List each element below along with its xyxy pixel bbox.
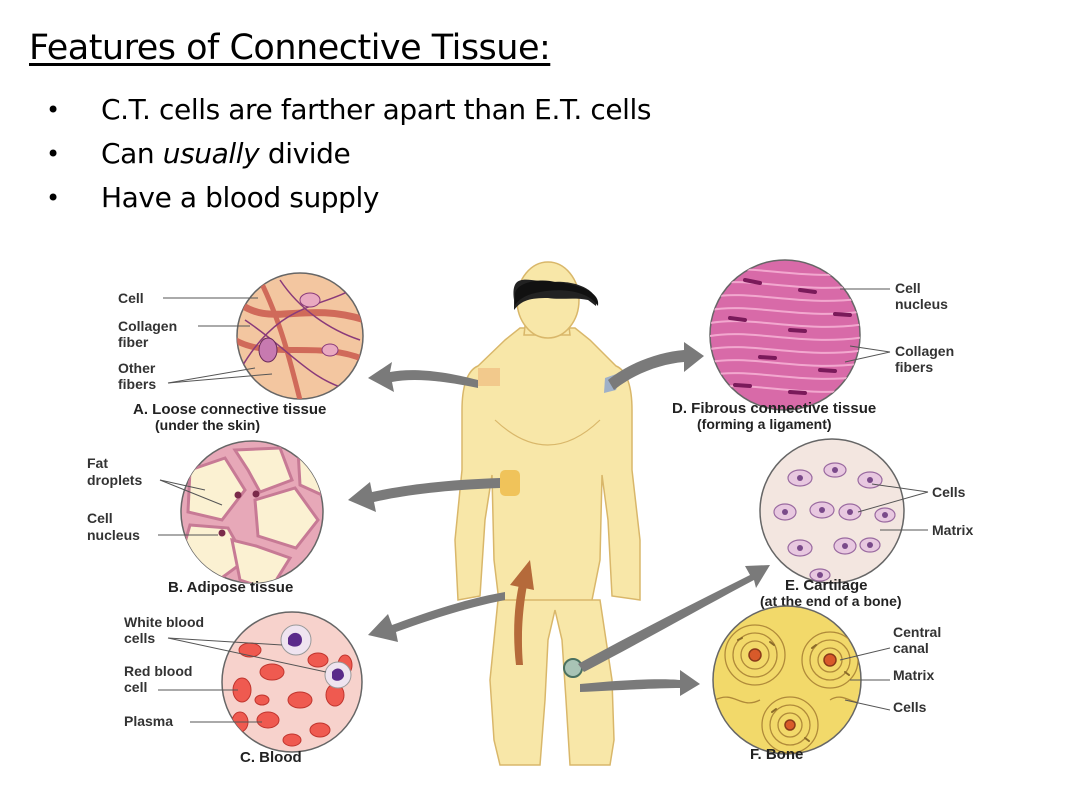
label-collagen-fibers: Collagen bbox=[895, 343, 954, 359]
label-matrix: Matrix bbox=[932, 522, 973, 538]
arrow-to-fibrous bbox=[608, 342, 704, 390]
panel-bone: Central canal Matrix Cells F. Bone bbox=[712, 605, 941, 763]
body-legs bbox=[489, 599, 615, 766]
caption-loose-sub: (under the skin) bbox=[155, 417, 260, 433]
pointer-arrows bbox=[348, 342, 770, 696]
bullet-dot: • bbox=[46, 140, 60, 168]
label-central-canal: Central bbox=[893, 624, 941, 640]
caption-blood: C. Blood bbox=[240, 749, 302, 766]
bullet-item: • Can usually divide bbox=[46, 132, 651, 176]
label-collagen-fibers: fibers bbox=[895, 359, 933, 375]
bullet-item: • C.T. cells are farther apart than E.T. … bbox=[46, 88, 652, 132]
arrow-to-adipose bbox=[348, 478, 500, 512]
caption-cartilage: E. Cartilage bbox=[785, 577, 868, 594]
label-fat-droplets: droplets bbox=[87, 472, 142, 488]
label-other-fibers: fibers bbox=[118, 376, 156, 392]
panel-fibrous: Cell nucleus Collagen fibers D. Fibrous … bbox=[672, 259, 954, 432]
label-cell-nucleus: Cell bbox=[87, 510, 113, 526]
label-central-canal: canal bbox=[893, 640, 929, 656]
label-red-blood-cell: Red blood bbox=[124, 663, 192, 679]
panel-cartilage: Cells Matrix E. Cartilage (at the end of… bbox=[759, 438, 973, 609]
label-matrix: Matrix bbox=[893, 667, 934, 683]
body-shading bbox=[494, 419, 601, 446]
arrow-to-loose bbox=[368, 362, 478, 392]
arrow-to-bone bbox=[580, 670, 700, 696]
slide-title: Features of Connective Tissue: bbox=[29, 28, 551, 68]
arrow-to-cartilage bbox=[578, 565, 770, 672]
caption-fibrous: D. Fibrous connective tissue bbox=[672, 400, 876, 417]
caption-fibrous-sub: (forming a ligament) bbox=[697, 416, 832, 432]
label-collagen-fiber: Collagen bbox=[118, 318, 177, 334]
bullet-dot: • bbox=[46, 96, 60, 124]
bullet-text: Can usually divide bbox=[101, 132, 351, 176]
caption-bone: F. Bone bbox=[750, 746, 803, 763]
vessel-arrowhead bbox=[510, 560, 534, 590]
bullet-text-part: divide bbox=[259, 137, 351, 170]
label-white-blood-cells: White blood bbox=[124, 614, 204, 630]
label-cell-nucleus: nucleus bbox=[87, 527, 140, 543]
caption-cartilage-sub: (at the end of a bone) bbox=[760, 593, 902, 609]
caption-loose: A. Loose connective tissue bbox=[133, 401, 326, 418]
arrow-to-blood bbox=[368, 592, 505, 642]
bullet-list: • C.T. cells are farther apart than E.T. … bbox=[46, 88, 652, 220]
bullet-text-part: Can bbox=[101, 137, 163, 170]
bullet-emphasis: usually bbox=[162, 137, 260, 170]
knee-site bbox=[563, 658, 583, 678]
caption-adipose: B. Adipose tissue bbox=[168, 579, 293, 596]
label-collagen-fiber: fiber bbox=[118, 334, 149, 350]
loose-tissue-site bbox=[478, 368, 500, 386]
label-cells: Cells bbox=[932, 484, 966, 500]
bullet-dot: • bbox=[46, 184, 60, 212]
adipose-site bbox=[500, 470, 520, 496]
label-fat-droplets: Fat bbox=[87, 455, 108, 471]
label-cells: Cells bbox=[893, 699, 927, 715]
panel-loose-connective: Cell Collagen fiber Other fibers A. Loos… bbox=[118, 272, 364, 433]
bullet-text: C.T. cells are farther apart than E.T. c… bbox=[101, 93, 652, 126]
label-cell-nucleus: nucleus bbox=[895, 296, 948, 312]
panel-adipose: Fat droplets Cell nucleus B. Adipose tis… bbox=[87, 440, 324, 596]
label-plasma: Plasma bbox=[124, 713, 173, 729]
panel-blood: White blood cells Red blood cell Plasma … bbox=[124, 611, 363, 766]
femoral-vessel bbox=[514, 580, 528, 665]
hair-top bbox=[514, 280, 599, 306]
label-cell-nucleus: Cell bbox=[895, 280, 921, 296]
label-red-blood-cell: cell bbox=[124, 679, 147, 695]
bullet-item: • Have a blood supply bbox=[46, 176, 651, 220]
human-body-illustration bbox=[454, 261, 641, 766]
label-other-fibers: Other bbox=[118, 360, 156, 376]
label-cell: Cell bbox=[118, 290, 144, 306]
label-white-blood-cells: cells bbox=[124, 630, 155, 646]
bullet-text: Have a blood supply bbox=[101, 181, 380, 214]
